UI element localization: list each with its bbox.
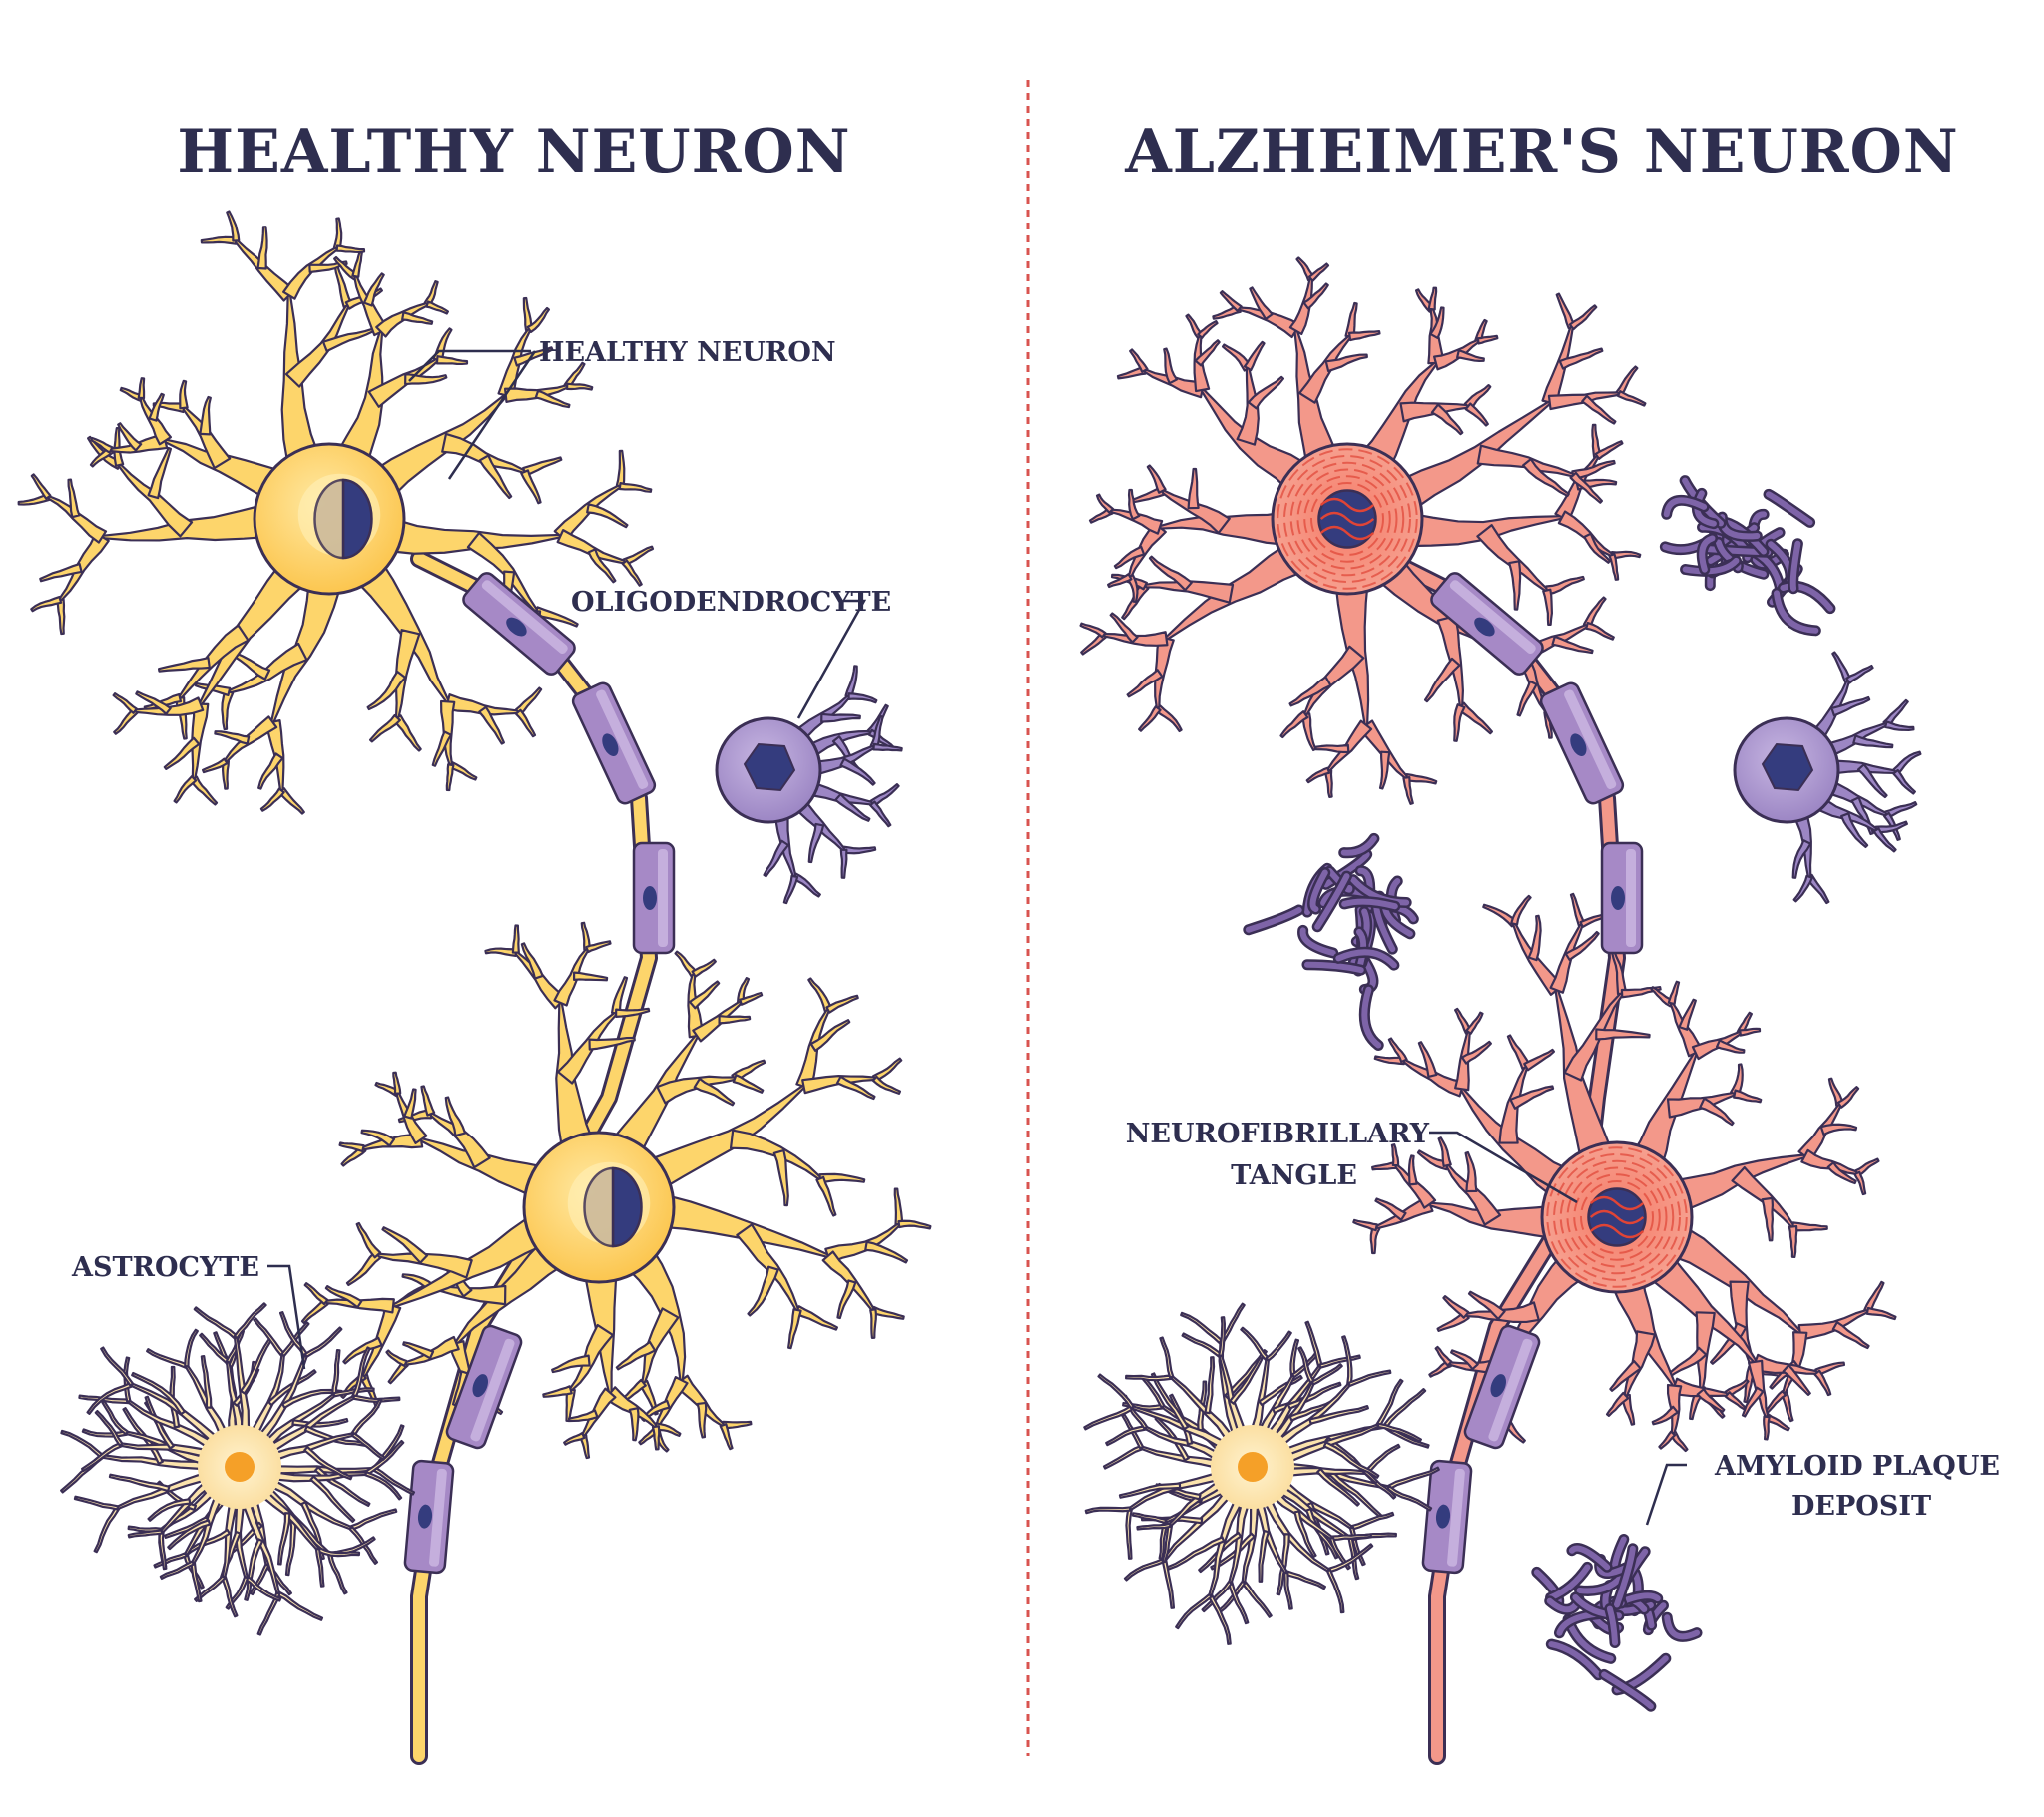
diseased-oligodendrocyte <box>1735 653 1920 903</box>
cell-layer <box>19 212 1921 1707</box>
label-tangle-line2: TANGLE <box>1231 1160 1357 1191</box>
label-astrocyte: ASTROCYTE <box>71 1252 259 1283</box>
label-oligodendrocyte: OLIGODENDROCYTE <box>571 587 891 618</box>
healthy-neuron-top <box>19 212 653 814</box>
label-plaque-line1: AMYLOID PLAQUE <box>1714 1451 2000 1482</box>
diseased-neuron-bottom <box>1353 894 1895 1451</box>
label-plaque-line2: DEPOSIT <box>1791 1491 1931 1522</box>
amyloid-plaque <box>1665 481 1830 631</box>
diseased-astrocyte <box>1084 1304 1439 1644</box>
alzheimers-panel-title: ALZHEIMER'S NEURON <box>1124 117 1959 187</box>
healthy-panel-title: HEALTHY NEURON <box>177 117 850 187</box>
myelin-sheath <box>634 843 674 953</box>
astro-core <box>225 1452 255 1482</box>
plaque-fiber <box>1769 494 1810 522</box>
myelin-sheath <box>571 681 658 806</box>
amyloid-plaque <box>1537 1540 1697 1707</box>
amyloid-plaque <box>1249 838 1414 1045</box>
label-healthy-neuron: HEALTHY NEURON <box>539 337 836 368</box>
astro-core <box>1238 1452 1268 1482</box>
label-tangle-line1: NEUROFIBRILLARY <box>1126 1119 1430 1149</box>
myelin-sheath <box>1422 1460 1471 1573</box>
myelin-sheath <box>1602 843 1642 953</box>
myelin-sheath <box>404 1460 453 1573</box>
healthy-neuron-bottom <box>302 923 930 1458</box>
myelin-sheath <box>1539 681 1626 806</box>
myelin-nucleus <box>643 886 657 910</box>
myelin-nucleus <box>1611 886 1625 910</box>
